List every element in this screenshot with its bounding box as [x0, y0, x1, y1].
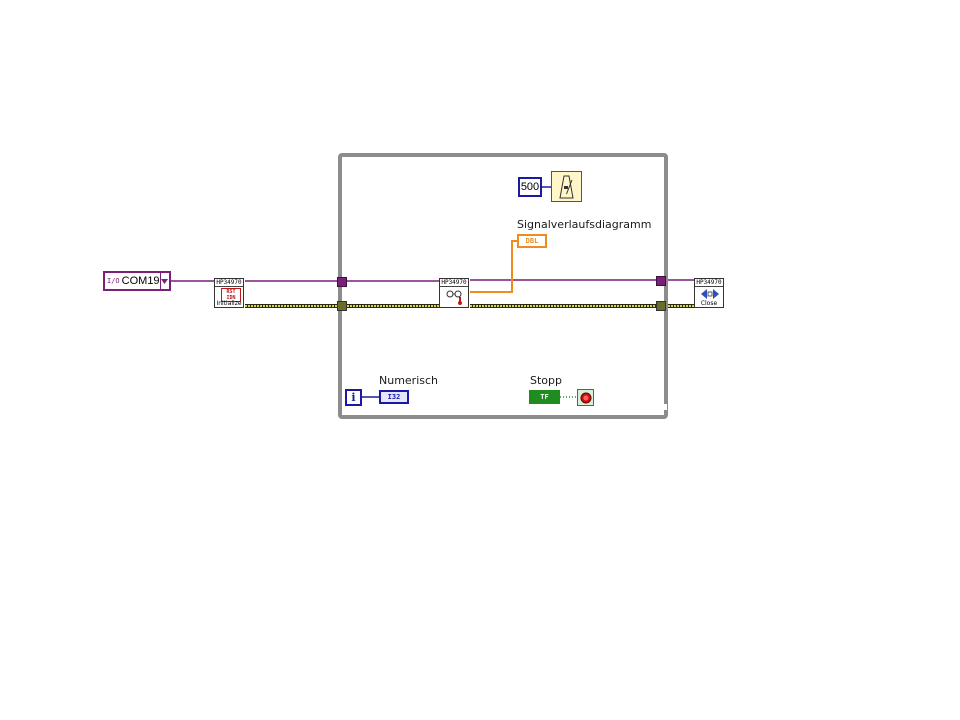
wait-ms-constant[interactable]: 500 [518, 177, 542, 197]
stop-label: Stopp [530, 374, 562, 387]
wait-metronome-function[interactable] [551, 171, 582, 202]
loop-condition-terminal[interactable] [577, 389, 594, 406]
subvi-caption: Close [700, 300, 718, 307]
subvi-caption: Initialize [216, 300, 242, 307]
visa-tunnel-right[interactable] [656, 276, 666, 286]
chevron-down-icon[interactable] [159, 273, 169, 289]
initialize-subvi[interactable]: HP34970 RST IDN Initialize [214, 278, 244, 308]
subvi-header: HP34970 [440, 279, 468, 287]
close-subvi[interactable]: HP34970 Close [694, 278, 724, 308]
subvi-header: HP34970 [215, 279, 243, 287]
iteration-terminal[interactable]: i [345, 389, 362, 406]
dbl-wire[interactable] [470, 240, 517, 293]
read-subvi[interactable]: HP34970 [439, 278, 469, 308]
visa-tunnel-left[interactable] [337, 277, 347, 287]
numeric-terminal[interactable]: I32 [379, 390, 409, 404]
close-arrows-icon [701, 289, 719, 299]
visa-io-icon: I/O [107, 277, 120, 285]
stop-terminal[interactable]: TF [529, 390, 560, 404]
visa-resource-constant[interactable]: I/O COM19 [103, 271, 171, 291]
thermometer-glasses-icon [446, 290, 462, 305]
numeric-label: Numerisch [379, 374, 439, 387]
initialize-icon: RST IDN [221, 288, 241, 302]
subvi-header: HP34970 [695, 279, 723, 287]
error-tunnel-right[interactable] [656, 301, 666, 311]
stop-sign-icon [580, 392, 591, 403]
error-tunnel-left[interactable] [337, 301, 347, 311]
metronome-icon [559, 175, 574, 199]
waveform-chart-terminal[interactable]: DBL [517, 234, 547, 248]
loop-corner-gap [659, 404, 667, 410]
visa-resource-value: COM19 [121, 275, 160, 287]
waveform-chart-label: Signalverlaufsdiagramm [517, 218, 652, 231]
